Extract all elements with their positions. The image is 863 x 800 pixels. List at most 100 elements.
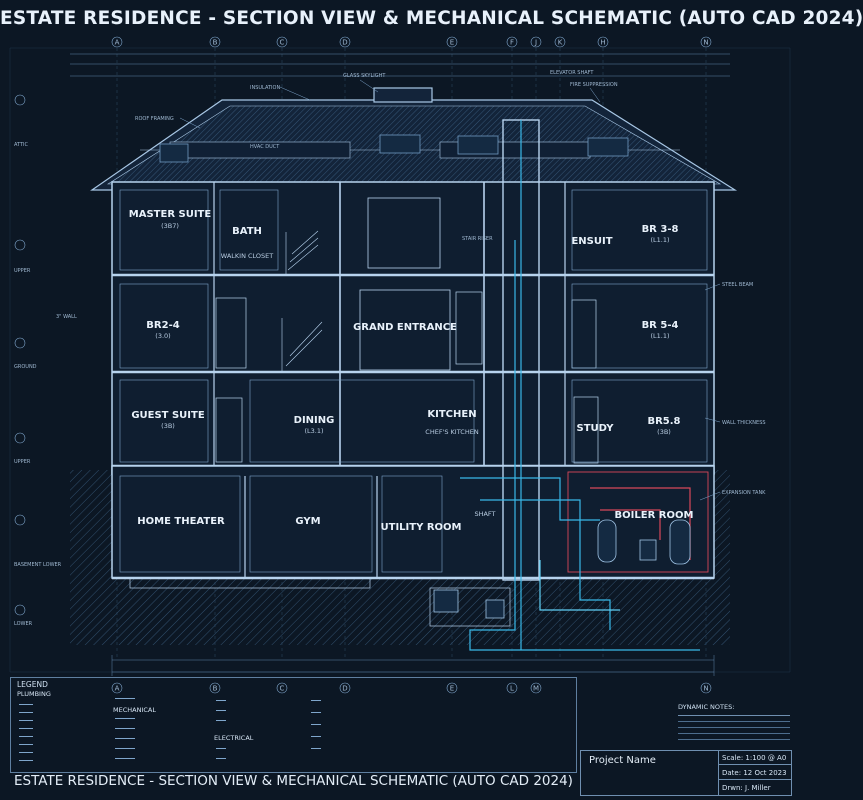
bottom-bubble-l <box>506 682 518 694</box>
annotation-fire-suppression: FIRE SUPPRESSION <box>570 82 618 88</box>
building-shell <box>111 119 715 627</box>
room-kitchen: KITCHEN <box>427 409 476 420</box>
room-guest-suite-code: (3B) <box>161 422 175 430</box>
grid-bubble-h <box>597 36 609 48</box>
annotation-elevator-shaft: ELEVATOR SHAFT <box>550 70 594 76</box>
annotation-hvac-duct: HVAC DUCT <box>250 144 280 150</box>
note-line-2 <box>678 721 790 722</box>
annotation-wall: 3" WALL <box>56 314 77 320</box>
legend-line-9 <box>115 698 135 699</box>
level-lower: LOWER <box>14 621 33 627</box>
level-markers: ATTIC UPPER GROUND UPPER BASEMENT LOWER … <box>14 94 62 627</box>
legend-mechanical: MECHANICAL <box>113 706 156 714</box>
grid-label-c: C <box>280 39 285 47</box>
room-bath: BATH <box>232 226 262 237</box>
grid-label-k: K <box>558 39 563 47</box>
bottom-grid-label-a: A <box>115 685 120 693</box>
bottom-bubble-m <box>530 682 542 694</box>
room-kitchen-sub: CHEF'S KITCHEN <box>425 428 479 436</box>
grid-bubble-b <box>209 36 221 48</box>
legend-line-7 <box>19 752 33 753</box>
legend-line-8 <box>19 760 33 761</box>
level-basement: BASEMENT LOWER <box>14 562 62 568</box>
legend-line-20 <box>311 700 321 701</box>
room-study: STUDY <box>577 423 615 434</box>
grid-bubble-c <box>276 36 288 48</box>
legend-line-13 <box>115 748 135 749</box>
bottom-bubble-c <box>276 682 288 694</box>
level-upper: UPPER <box>14 268 31 274</box>
title-block-project: Project Name <box>581 751 719 795</box>
grid-label-n: N <box>703 39 708 47</box>
interior-partitions <box>119 189 709 573</box>
annotation-insulation: INSULATION <box>250 85 280 91</box>
room-boiler: BOILER ROOM <box>615 510 694 521</box>
grid-bubble-d <box>339 36 351 48</box>
room-ensuit: ENSUIT <box>571 236 612 247</box>
bottom-grid-label-m: M <box>533 685 539 693</box>
boiler-equipment <box>433 519 691 619</box>
bottom-bubble-b <box>209 682 221 694</box>
dynamic-notes-title: DYNAMIC NOTES: <box>678 703 735 711</box>
hvac-ducts <box>159 134 629 163</box>
bottom-grid-label-l: L <box>510 685 514 693</box>
note-line-5 <box>678 739 790 740</box>
annotation-stair-riser: STAIR RISER <box>462 236 493 242</box>
grid-label-f: F <box>510 39 514 47</box>
annotation-steel-beam: STEEL BEAM <box>722 282 753 288</box>
grid-bubble-e <box>446 36 458 48</box>
legend-line-11 <box>115 728 135 729</box>
note-line-4 <box>678 733 790 734</box>
note-line-3 <box>678 727 790 728</box>
annotation-roof-framing: ROOF FRAMING <box>135 116 174 122</box>
plumbing-pipes <box>460 120 700 651</box>
dynamic-notes: DYNAMIC NOTES: <box>678 703 790 745</box>
title-block-scale: Scale: 1:100 @ A0 <box>719 751 791 765</box>
room-master-suite-code: (3B7) <box>161 222 179 230</box>
room-br2-4: BR2-4 <box>146 320 179 331</box>
top-dimensions <box>70 53 730 77</box>
legend-line-2 <box>19 712 33 713</box>
grid-bubble-k <box>554 36 566 48</box>
bottom-bubble-a <box>111 682 123 694</box>
bottom-grid-label-d: D <box>342 685 347 693</box>
room-br5-4-code: (L1.1) <box>650 332 669 340</box>
legend-line-18 <box>216 748 226 749</box>
bottom-dimensions <box>111 655 715 676</box>
title-block-date: Date: 12 Oct 2023 <box>719 766 791 780</box>
annotation-wall-thickness: WALL THICKNESS <box>722 420 766 426</box>
room-grand-entrance: GRAND ENTRANCE <box>353 322 457 333</box>
room-master-suite: MASTER SUITE <box>129 209 212 220</box>
bottom-bubble-d <box>339 682 351 694</box>
drawing-sheet: ESTATE RESIDENCE - SECTION VIEW & MECHAN… <box>0 8 863 796</box>
grid-bubble-n <box>700 36 712 48</box>
note-line-1 <box>678 715 790 716</box>
grid-label-h: H <box>600 39 605 47</box>
grid-label-d: D <box>342 39 347 47</box>
room-dining-code: (L3.1) <box>304 427 323 435</box>
bottom-grid-label-e: E <box>450 685 454 693</box>
legend-line-19 <box>216 758 226 759</box>
bottom-grid-label-b: B <box>213 685 218 693</box>
legend-line-17 <box>216 720 226 721</box>
level-upper-2: UPPER <box>14 459 31 465</box>
grid-label-a: A <box>115 39 120 47</box>
room-br5-8: BR5.8 <box>647 416 680 427</box>
legend-line-10 <box>115 718 135 719</box>
project-name-label: Project Name <box>589 755 656 766</box>
room-dining: DINING <box>294 415 335 426</box>
bottom-grid-label-n: N <box>703 685 708 693</box>
legend-box: LEGEND PLUMBING MECHANICAL ELECTRICAL <box>10 677 577 773</box>
bottom-grid-label-c: C <box>280 685 285 693</box>
level-ground: GROUND <box>14 364 37 370</box>
bottom-title: ESTATE RESIDENCE - SECTION VIEW & MECHAN… <box>14 773 573 789</box>
legend-line-16 <box>216 710 226 711</box>
legend-electrical: ELECTRICAL <box>214 734 254 742</box>
legend-line-21 <box>311 712 321 713</box>
legend-line-6 <box>19 744 33 745</box>
room-br2-4-code: (3.0) <box>155 332 170 340</box>
room-gym: GYM <box>295 516 320 527</box>
